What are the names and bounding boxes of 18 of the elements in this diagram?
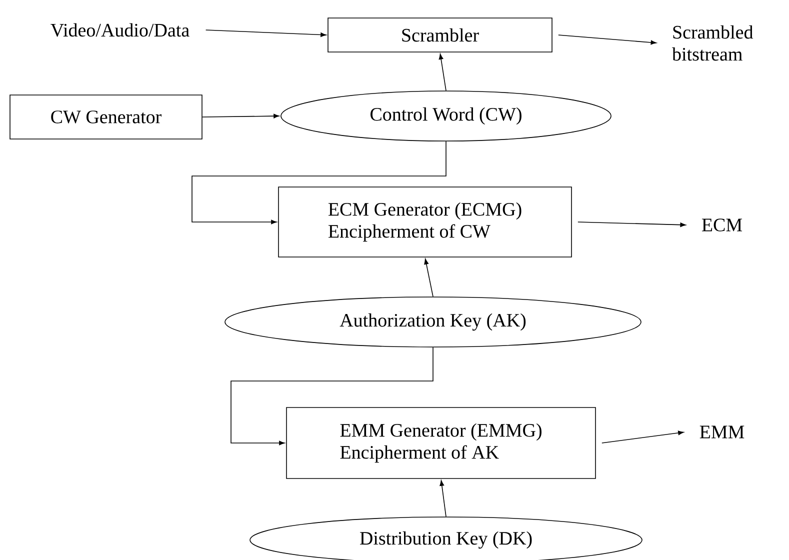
- arrow: [192, 141, 446, 224]
- arrow: [202, 114, 280, 118]
- process-box: Scrambler: [328, 18, 552, 52]
- arrow: [578, 222, 686, 228]
- arrow: [438, 54, 446, 91]
- arrow: [558, 34, 656, 45]
- arrow: [424, 258, 434, 297]
- process-box: EMM Generator (EMMG) Encipherment of AK: [286, 407, 596, 479]
- arrow: [230, 347, 434, 446]
- flow-text: Video/Audio/Data: [50, 23, 190, 37]
- flow-text: EMM: [700, 426, 744, 438]
- arrow: [440, 480, 446, 517]
- process-box: CW Generator: [10, 94, 202, 140]
- arrow: [602, 430, 684, 444]
- flow-text: ECM: [702, 218, 742, 232]
- flow-text: Scrambled bitstream: [672, 25, 754, 61]
- arrow: [205, 30, 326, 37]
- process-box: ECM Generator (ECMG) Encipherment of CW: [278, 186, 572, 258]
